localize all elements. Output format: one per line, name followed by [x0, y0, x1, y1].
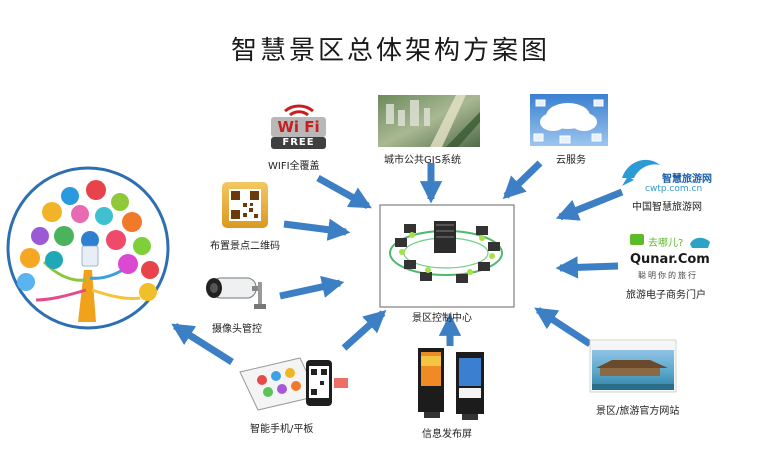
app-bubbles [17, 180, 159, 301]
tablet-phone-icon [239, 357, 348, 411]
chinatour-logo-name: 智慧旅游网 [662, 174, 712, 185]
smart-app-tree [6, 166, 170, 330]
wifi-logo-text: Wi Fi [277, 118, 320, 136]
label-qrcode: 布置景点二维码 [210, 241, 280, 252]
label-chinatour: 中国智慧旅游网 [632, 202, 702, 213]
cloud-service-image [530, 94, 608, 146]
label-center: 景区控制中心 [412, 313, 472, 324]
arrow-wifi [316, 174, 372, 210]
camera-icon [206, 277, 266, 309]
website-image [589, 339, 677, 393]
wifi-icon [271, 104, 326, 149]
arrow-chinatour [555, 188, 624, 221]
label-website: 景区/旅游官方网站 [596, 406, 680, 417]
wifi-logo: Wi Fi FREE [271, 117, 326, 149]
arrow-to-apps [171, 323, 234, 365]
page-title: 智慧景区总体架构方案图 [230, 36, 550, 66]
label-camera: 摄像头管控 [212, 324, 262, 335]
chinatour-logo-url: cwtp.com.cn [645, 184, 703, 194]
label-mobile: 智能手机/平板 [250, 424, 314, 435]
qr-code-icon [222, 182, 268, 228]
label-cloud: 云服务 [556, 155, 586, 166]
arrow-mobile [341, 310, 387, 351]
arrow-qunar [555, 256, 619, 279]
qunar-logo-en: Qunar.Com [630, 252, 710, 267]
qunar-logo-slogan: 聪明你的旅行 [638, 271, 698, 280]
arrow-camera [279, 275, 345, 300]
qunar-logo-cn: 去哪儿? [648, 238, 684, 249]
info-screen-icon [418, 348, 484, 420]
wifi-logo-free: FREE [282, 137, 315, 148]
arrow-qrcode [283, 218, 351, 241]
gis-city-image [378, 95, 480, 147]
arrow-website [534, 307, 592, 347]
label-gis: 城市公共GIS系统 [384, 155, 462, 166]
label-screen: 信息发布屏 [422, 429, 472, 440]
label-qunar: 旅游电子商务门户 [626, 290, 706, 301]
control-center [379, 204, 515, 308]
qunar-logo-icon [630, 234, 710, 248]
dolphin-logo-icon [622, 159, 660, 186]
arrow-cloud [502, 160, 543, 200]
arrows [171, 160, 624, 365]
label-wifi: WIFI全覆盖 [268, 161, 320, 172]
